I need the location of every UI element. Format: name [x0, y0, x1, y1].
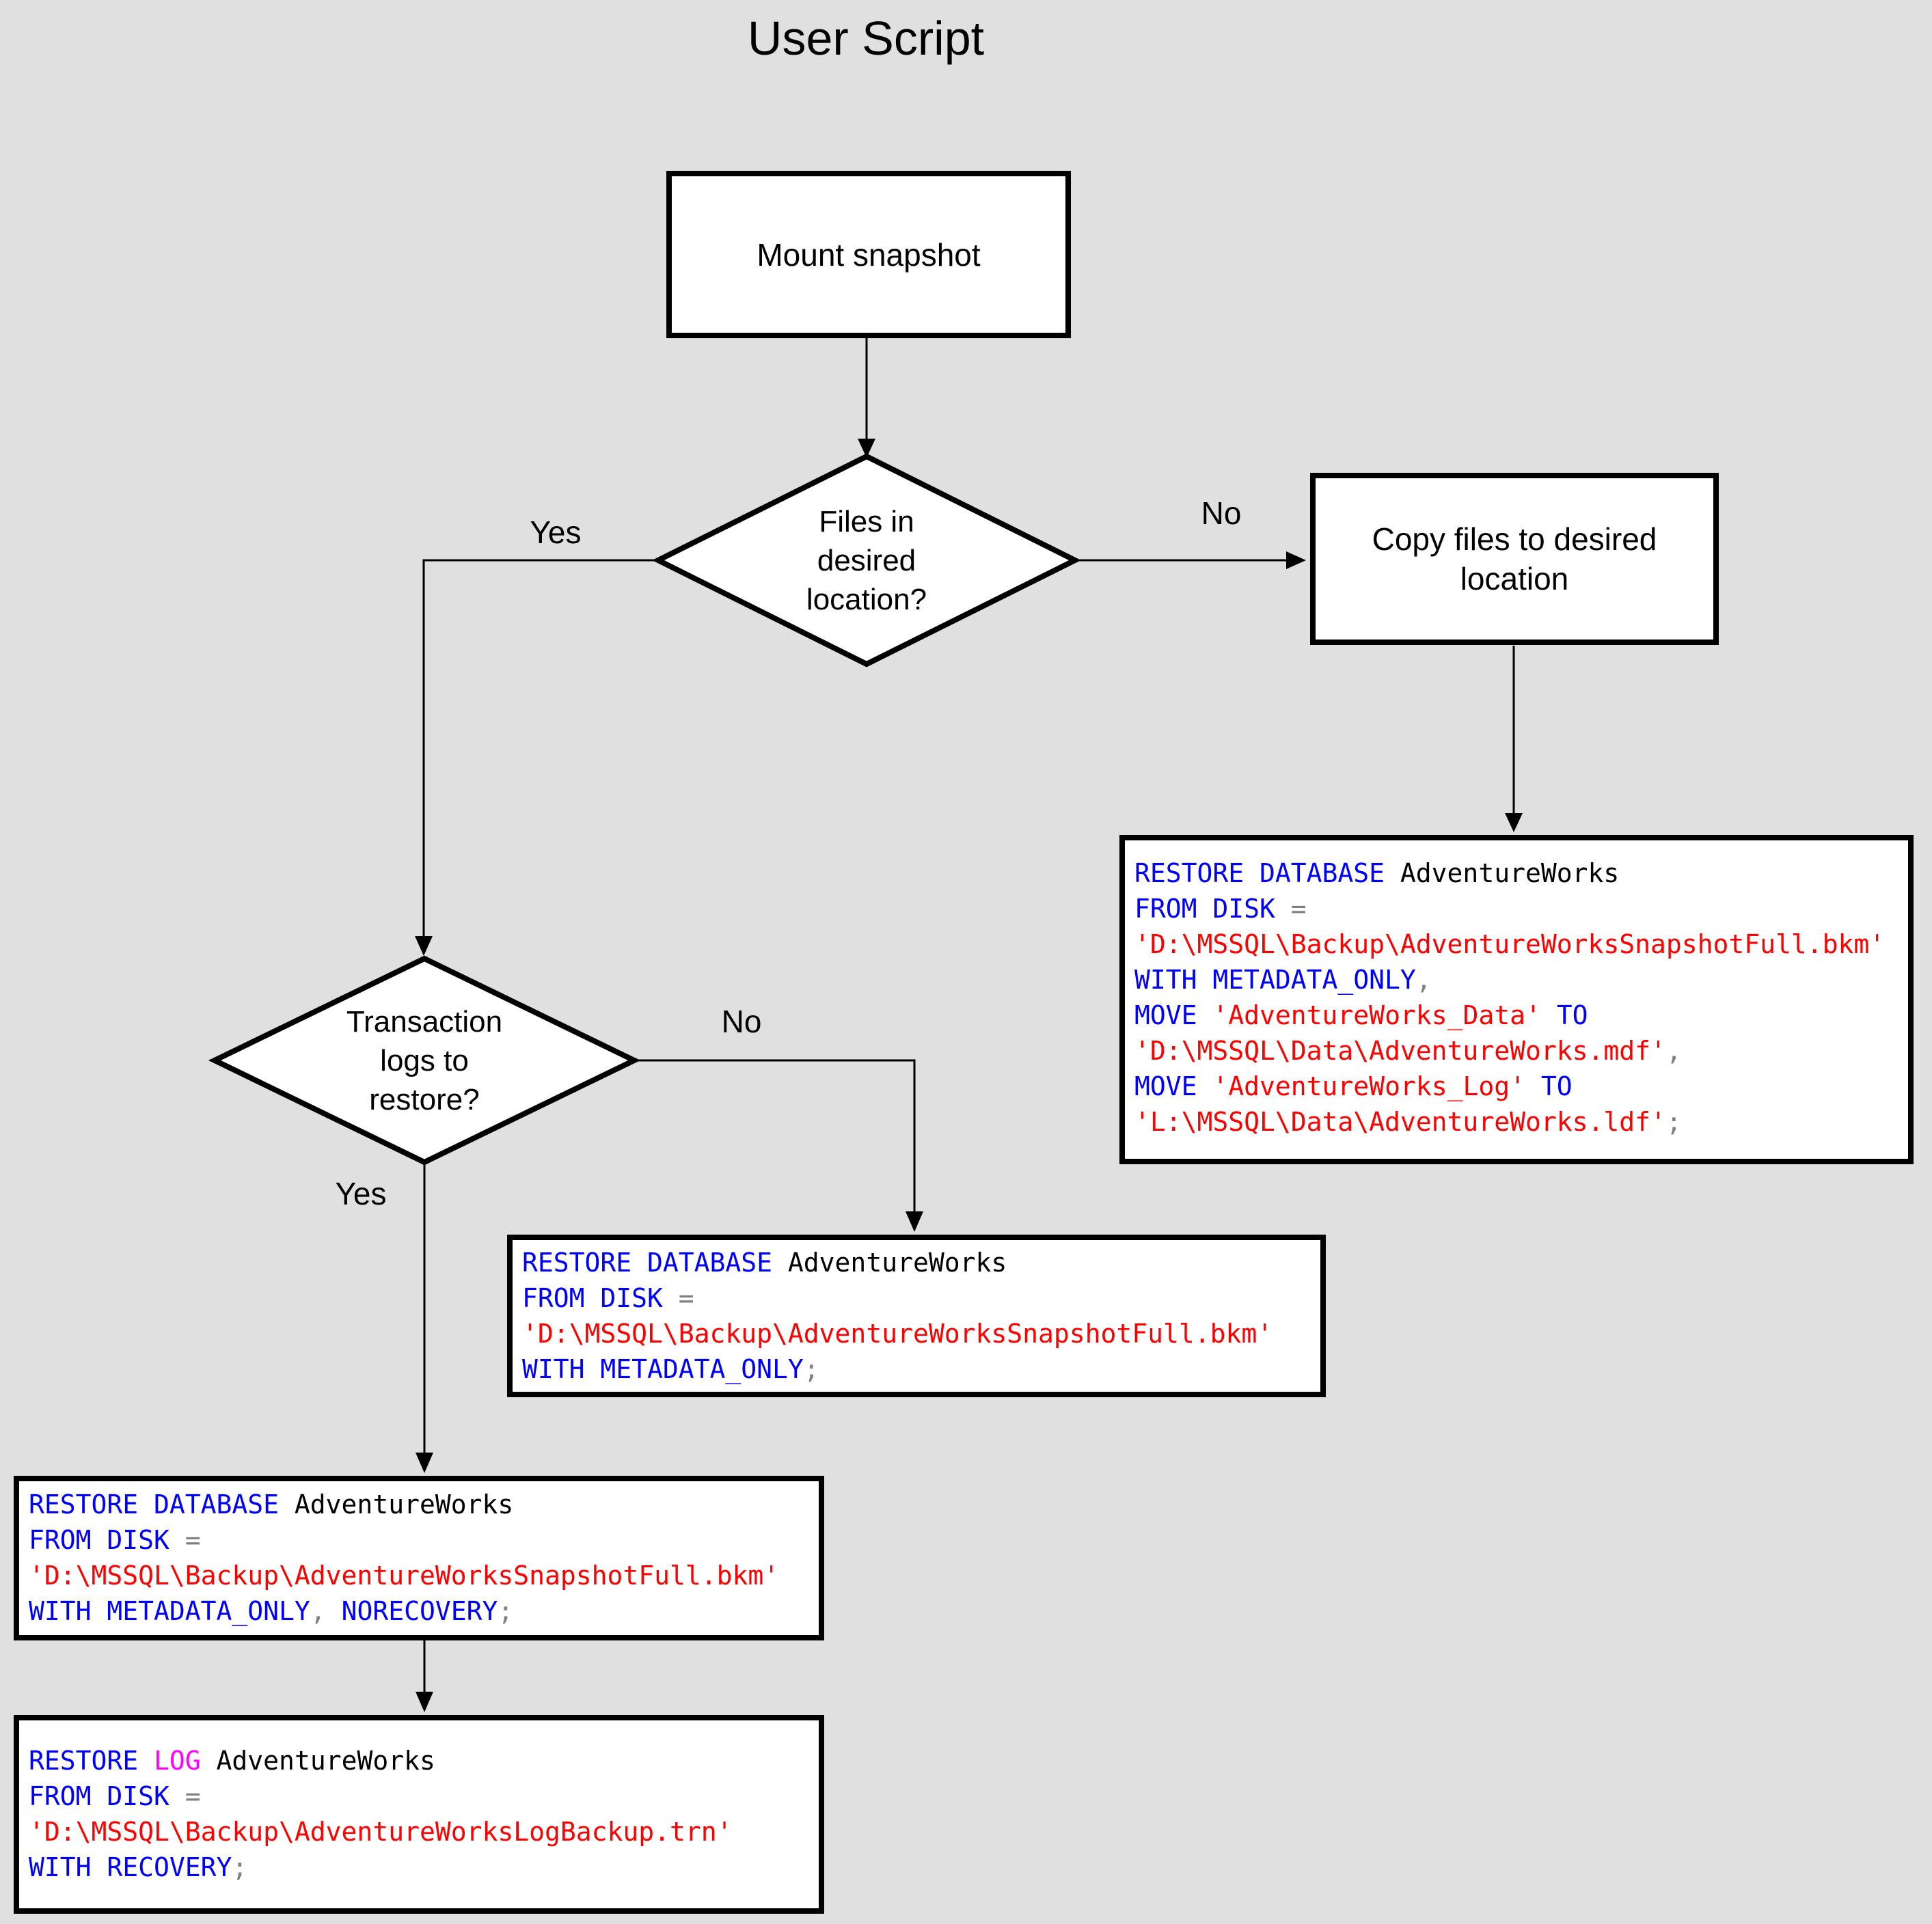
logs-yes-label: Yes [335, 1176, 387, 1211]
sql-token-string: 'D:\MSSQL\Backup\AdventureWorksSnapshotF… [522, 1319, 1273, 1349]
sql-token-operator: ; [1665, 1107, 1682, 1137]
page-title: User Script [747, 12, 985, 65]
sql-token-operator: , [310, 1596, 326, 1626]
arrowhead-files-yes [415, 936, 433, 956]
sql-token-operator: ; [232, 1852, 248, 1882]
sql-token-keyword: WITH METADATA_ONLY [522, 1354, 804, 1384]
sql-token-keyword: FROM DISK [29, 1525, 169, 1555]
mount-snapshot-label: Mount snapshot [757, 236, 981, 273]
sql-token-plain [169, 1781, 185, 1811]
arrowhead-logs-no [906, 1211, 923, 1232]
sql-code-line: WITH RECOVERY; [29, 1850, 809, 1885]
sql-code-line: RESTORE DATABASE AdventureWorks [29, 1487, 809, 1522]
edge-logs-no [634, 1059, 916, 1213]
sql-token-string: 'AdventureWorks_Log' [1212, 1071, 1525, 1101]
sql-token-operator: , [1665, 1036, 1682, 1066]
sql-code-line: 'D:\MSSQL\Backup\AdventureWorksSnapshotF… [1134, 926, 1899, 962]
sql-code-line: 'D:\MSSQL\Backup\AdventureWorksSnapshotF… [29, 1558, 809, 1593]
sql-token-operator: = [185, 1781, 201, 1811]
sql-token-plain [1275, 894, 1291, 924]
sql-token-keyword: WITH METADATA_ONLY [29, 1596, 310, 1626]
sql-token-keyword: TO [1556, 1000, 1588, 1030]
logs-no-label: No [721, 1004, 762, 1039]
sql-token-keyword: WITH RECOVERY [29, 1852, 232, 1882]
sql-token-plain: AdventureWorks [200, 1746, 435, 1776]
arrowhead-copy-to-code [1505, 813, 1523, 832]
sql-token-plain [1541, 1000, 1557, 1030]
sql-token-string: 'AdventureWorks_Data' [1212, 1000, 1541, 1030]
sql-token-operator: ; [803, 1354, 819, 1384]
mount-snapshot-box: Mount snapshot [666, 171, 1071, 338]
sql-token-operator: = [185, 1525, 201, 1555]
sql-token-plain [1525, 1071, 1541, 1101]
sql-token-operator: = [678, 1283, 694, 1313]
sql-code-line: MOVE 'AdventureWorks_Data' TO [1134, 998, 1899, 1033]
files-no-label: No [1201, 495, 1242, 531]
sql-token-keyword: RESTORE DATABASE [522, 1248, 773, 1278]
sql-code-line: FROM DISK = [1134, 891, 1899, 926]
sql-code-line: WITH METADATA_ONLY, [1134, 962, 1899, 998]
sql-code-line: WITH METADATA_ONLY, NORECOVERY; [29, 1593, 809, 1629]
sql-token-keyword: RESTORE [29, 1746, 154, 1776]
sql-token-plain [1197, 1071, 1213, 1101]
sql-code-line: FROM DISK = [522, 1280, 1311, 1316]
arrowhead-norecovery-to-log [416, 1692, 433, 1712]
sql-token-plain: AdventureWorks [279, 1489, 514, 1520]
sql-token-keyword: TO [1540, 1071, 1573, 1101]
sql-token-keyword: NORECOVERY [341, 1596, 498, 1626]
copy-files-line1: Copy files to desired [1372, 521, 1657, 557]
sql-token-operator: = [1290, 894, 1307, 924]
sql-code-line: 'L:\MSSQL\Data\AdventureWorks.ldf'; [1134, 1104, 1899, 1140]
sql-code-line: MOVE 'AdventureWorks_Log' TO [1134, 1069, 1899, 1104]
copy-files-box: Copy files to desired location [1310, 473, 1719, 645]
files-yes-label: Yes [530, 514, 582, 550]
sql-token-string: 'L:\MSSQL\Data\AdventureWorks.ldf' [1134, 1107, 1666, 1137]
sql-token-plain: AdventureWorks [772, 1248, 1007, 1278]
sql-token-keyword: MOVE [1134, 1000, 1197, 1030]
sql-code-line: FROM DISK = [29, 1522, 809, 1558]
sql-code-line: RESTORE LOG AdventureWorks [29, 1743, 809, 1778]
sql-code-line: RESTORE DATABASE AdventureWorks [522, 1245, 1311, 1280]
arrowhead-files-no [1286, 551, 1306, 569]
sql-token-keyword: MOVE [1134, 1071, 1197, 1101]
sql-code-line: WITH METADATA_ONLY; [522, 1351, 1311, 1387]
sql-token-string: 'D:\MSSQL\Backup\AdventureWorksLogBackup… [29, 1817, 733, 1847]
edge-files-yes [422, 559, 658, 937]
sql-token-keyword: FROM DISK [1134, 894, 1275, 924]
sql-token-plain: AdventureWorks [1385, 858, 1620, 888]
sql-token-string: 'D:\MSSQL\Backup\AdventureWorksSnapshotF… [1134, 929, 1886, 959]
sql-token-keyword: FROM DISK [29, 1781, 169, 1811]
sql-code-line: 'D:\MSSQL\Backup\AdventureWorksSnapshotF… [522, 1316, 1311, 1351]
sql-token-string: 'D:\MSSQL\Backup\AdventureWorksSnapshotF… [29, 1561, 780, 1591]
sql-token-operator: , [1415, 965, 1432, 995]
sql-token-plain [1197, 1000, 1213, 1030]
sql-token-plain [663, 1283, 679, 1313]
arrowhead-logs-yes [416, 1453, 433, 1473]
sql-token-keyword: FROM DISK [522, 1283, 663, 1313]
sql-token-function: LOG [154, 1746, 201, 1776]
sql-code-line: FROM DISK = [29, 1778, 809, 1814]
copy-files-label: Copy files to desired location [1372, 519, 1657, 599]
sql-token-keyword: RESTORE DATABASE [1134, 858, 1385, 888]
arrowhead-mount-to-files [858, 439, 875, 458]
sql-token-operator: ; [498, 1596, 514, 1626]
decision-files-diamond [652, 453, 1081, 668]
sql-code-line: RESTORE DATABASE AdventureWorks [1134, 855, 1899, 891]
sql-code-line: 'D:\MSSQL\Backup\AdventureWorksLogBackup… [29, 1814, 809, 1850]
sql-token-plain [326, 1596, 342, 1626]
sql-token-plain [169, 1525, 185, 1555]
sql-token-keyword: RESTORE DATABASE [29, 1489, 280, 1520]
copy-files-line2: location [1460, 561, 1569, 596]
sql-token-keyword: WITH METADATA_ONLY [1134, 965, 1416, 995]
sql-token-string: 'D:\MSSQL\Data\AdventureWorks.mdf' [1134, 1036, 1666, 1066]
decision-logs-diamond [208, 955, 641, 1166]
sql-code-line: 'D:\MSSQL\Data\AdventureWorks.mdf', [1134, 1033, 1899, 1069]
